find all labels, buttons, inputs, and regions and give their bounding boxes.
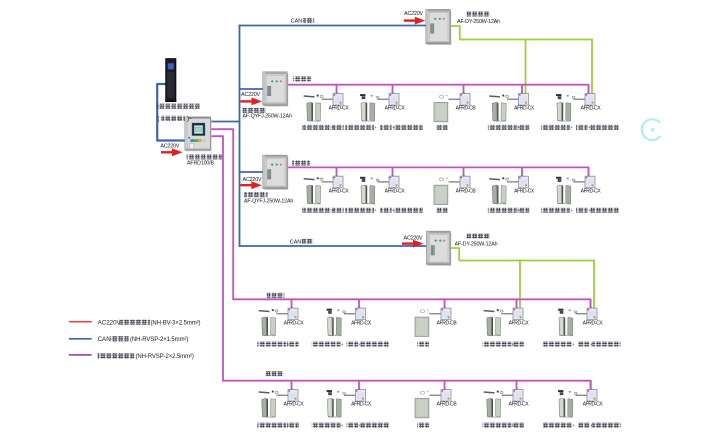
svg-text:CAN: CAN — [290, 240, 301, 246]
svg-text:AF-DY-250W-12Ah: AF-DY-250W-12Ah — [457, 19, 500, 25]
svg-text:AFRD-CX: AFRD-CX — [581, 106, 602, 112]
svg-text:+: + — [359, 342, 362, 347]
svg-text:AFRD100/B: AFRD100/B — [187, 161, 215, 167]
svg-text:AFRD-CX: AFRD-CX — [385, 188, 406, 194]
svg-text:AC220V: AC220V — [160, 143, 179, 149]
svg-text:AFRD-CB: AFRD-CB — [456, 188, 477, 194]
svg-text:+: + — [590, 342, 593, 347]
svg-text:(: ( — [158, 117, 160, 123]
svg-text:AFRD-CB: AFRD-CB — [437, 320, 458, 326]
svg-text:AC220V: AC220V — [404, 11, 423, 17]
svg-text:+: + — [588, 208, 591, 213]
svg-text:AC220V: AC220V — [243, 177, 262, 183]
svg-text:+: + — [570, 125, 573, 130]
svg-text:AC220V: AC220V — [98, 320, 122, 327]
svg-text:AC220V: AC220V — [404, 236, 423, 242]
svg-text:CAN: CAN — [291, 19, 302, 25]
svg-text:+: + — [572, 423, 575, 428]
svg-text:(NH-RVSP-2×1.5mm²): (NH-RVSP-2×1.5mm²) — [130, 337, 188, 343]
svg-text:+: + — [588, 125, 591, 130]
svg-text:AFRD-CX: AFRD-CX — [284, 402, 305, 408]
svg-text:AFRD-CX: AFRD-CX — [583, 320, 604, 326]
svg-text:(NH-BV-3×2.5mm²): (NH-BV-3×2.5mm²) — [151, 321, 201, 327]
svg-text:AFRD-CX: AFRD-CX — [385, 106, 406, 112]
svg-text:AFRD-CX: AFRD-CX — [329, 188, 350, 194]
svg-text:+: + — [341, 423, 344, 428]
svg-text:AFRD-CB: AFRD-CB — [456, 106, 477, 112]
svg-text:AFRD-CX: AFRD-CX — [583, 402, 604, 408]
svg-text:AFRD-CX: AFRD-CX — [509, 320, 530, 326]
svg-text:+: + — [374, 125, 377, 130]
svg-text:AF-QYFJ-250W-12Ah: AF-QYFJ-250W-12Ah — [244, 199, 293, 205]
svg-text:+: + — [392, 208, 395, 213]
svg-text:(NH-RVSP-2×2.5mm²): (NH-RVSP-2×2.5mm²) — [136, 354, 194, 360]
svg-text:AFRD-CX: AFRD-CX — [351, 402, 372, 408]
svg-text:+: + — [570, 208, 573, 213]
svg-text:AFRD-CX: AFRD-CX — [509, 402, 530, 408]
svg-text:AFRD-CX: AFRD-CX — [329, 106, 350, 112]
svg-text:AFRD-CX: AFRD-CX — [351, 320, 372, 326]
svg-text:+: + — [341, 342, 344, 347]
svg-text:CAN: CAN — [98, 336, 111, 343]
svg-text:AF-QYFJ-250W-12Ah: AF-QYFJ-250W-12Ah — [243, 114, 292, 120]
svg-text:AFRD-CX: AFRD-CX — [284, 320, 305, 326]
svg-text:AFRD-CB: AFRD-CB — [437, 402, 458, 408]
svg-text:+: + — [572, 342, 575, 347]
svg-text:+: + — [392, 125, 395, 130]
svg-text:+: + — [359, 423, 362, 428]
svg-text:AF-DY-250W-12Ah: AF-DY-250W-12Ah — [455, 242, 498, 248]
svg-text:): ) — [187, 117, 189, 123]
svg-text:AC220V: AC220V — [241, 92, 260, 98]
svg-text:AFRD-CX: AFRD-CX — [581, 188, 602, 194]
svg-text:AFRD-CX: AFRD-CX — [514, 106, 535, 112]
svg-text:AFRD-CX: AFRD-CX — [514, 188, 535, 194]
svg-text:+: + — [374, 208, 377, 213]
svg-text:+: + — [590, 423, 593, 428]
